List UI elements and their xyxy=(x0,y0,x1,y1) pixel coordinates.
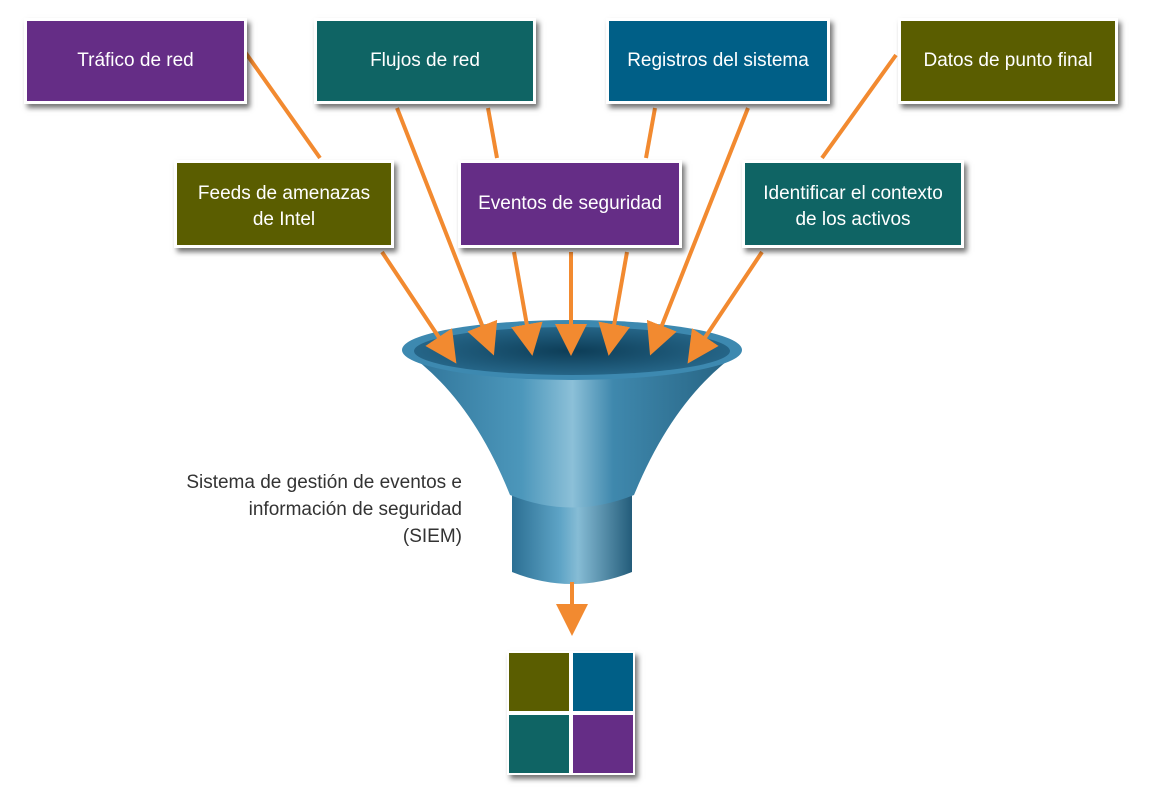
connector-trafico xyxy=(243,50,322,160)
source-label: Registros del sistema xyxy=(627,50,809,72)
arrows-into-funnel xyxy=(380,107,764,636)
siem-caption-line-1: Sistema de gestión de eventos e xyxy=(186,472,462,493)
arrow-contexto xyxy=(687,250,764,364)
connector-lines xyxy=(243,50,898,160)
siem-caption: Sistema de gestión de eventos e informac… xyxy=(186,470,462,551)
arrow-registros xyxy=(646,107,750,356)
source-label: Tráfico de red xyxy=(77,50,194,72)
arrow-eventos-3 xyxy=(598,251,630,356)
connector-flujos xyxy=(486,107,499,159)
arrow-eventos-1 xyxy=(511,251,543,356)
output-quad-olive xyxy=(509,653,569,711)
source-label: Datos de punto final xyxy=(923,50,1093,72)
source-box-datos-de-punto-final: Datos de punto final xyxy=(898,18,1118,104)
output-quad-blue xyxy=(573,653,633,711)
source-box-feeds-de-amenazas: Feeds de amenazas de Intel xyxy=(174,160,394,248)
arrow-flujos xyxy=(395,107,498,356)
source-label-line-1: Identificar el contexto xyxy=(763,183,943,205)
source-box-flujos-de-red: Flujos de red xyxy=(314,18,536,104)
source-label: Eventos de seguridad xyxy=(478,193,662,215)
source-box-contexto-de-activos: Identificar el contexto de los activos xyxy=(742,160,964,248)
output-quad-purple xyxy=(573,715,633,773)
output-grid xyxy=(507,651,635,775)
source-label: Flujos de red xyxy=(370,50,480,72)
source-label-line-2: de los activos xyxy=(795,209,911,230)
connector-datos xyxy=(820,53,898,160)
source-box-eventos-de-seguridad: Eventos de seguridad xyxy=(458,160,682,248)
siem-caption-line-2: información de seguridad xyxy=(248,498,462,520)
output-quad-teal xyxy=(509,715,569,773)
arrow-feeds xyxy=(380,250,457,364)
source-box-registros-del-sistema: Registros del sistema xyxy=(606,18,830,104)
source-box-trafico-de-red: Tráfico de red xyxy=(24,18,247,104)
connector-registros xyxy=(644,107,657,159)
source-label-line-1: Feeds de amenazas xyxy=(197,183,371,205)
siem-caption-line-3: (SIEM) xyxy=(402,525,462,547)
source-label-line-2: de Intel xyxy=(252,209,316,230)
